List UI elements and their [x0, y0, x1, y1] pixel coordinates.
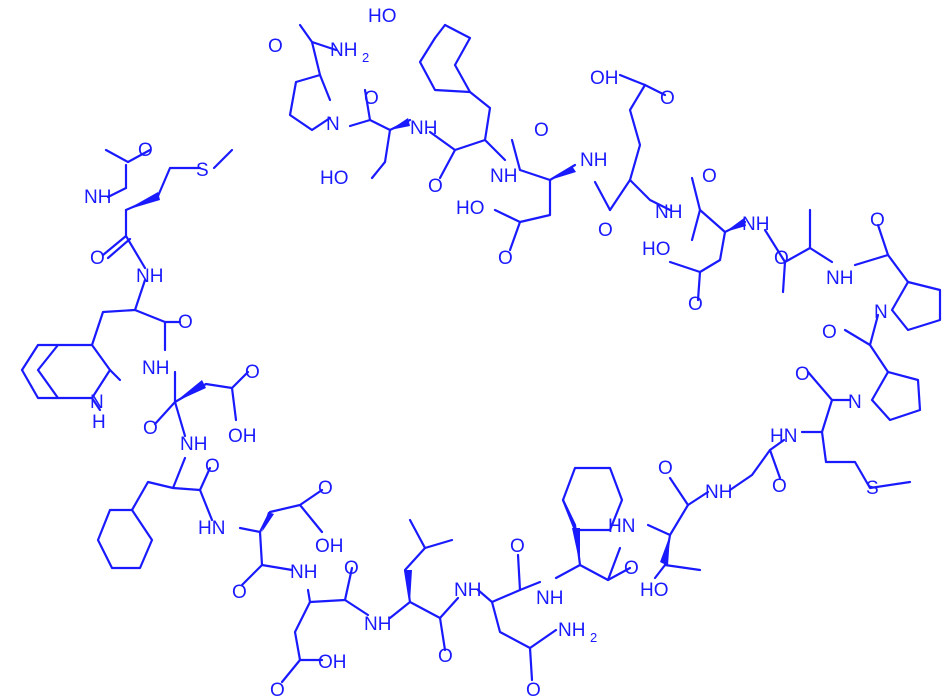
asp4-carbonyl-o: O: [702, 166, 717, 187]
trp-amide-nh: NH: [136, 266, 163, 287]
stereo-wedges: [126, 118, 746, 602]
ala-amide-nh: NH: [826, 268, 853, 289]
met2-amide-nh: HN: [770, 426, 797, 447]
phe2-amide-nh: NH: [536, 588, 563, 609]
asp4-acid-oh: HO: [642, 239, 671, 260]
asn-amide-nh: NH: [454, 580, 481, 601]
pro2-ring-n: N: [874, 302, 888, 323]
asp5-acid-o: O: [498, 248, 513, 269]
asp3-acid-oh: OH: [318, 652, 347, 673]
acetyl-amide-nh: NH: [84, 187, 111, 208]
asp3-acid-o: O: [270, 680, 285, 700]
asp4-amide-nh: NH: [742, 214, 769, 235]
pro3-ring-n: N: [326, 114, 340, 135]
asp1-acid-oh: OH: [228, 426, 257, 447]
tyr-phenol-oh: HO: [368, 6, 397, 27]
gly-amide-nh: NH: [705, 482, 732, 503]
asp1-acid-o: O: [245, 362, 260, 383]
ser-carbonyl-o: O: [364, 88, 379, 109]
pro3-amide-nh2-subscript: 2: [362, 50, 369, 65]
asn-carbonyl-o: O: [510, 536, 525, 557]
pro2-carbonyl-o: O: [870, 210, 885, 231]
bond-skeleton: [20, 23, 942, 684]
trp-indole-n-label: N: [90, 392, 104, 413]
glu-acid-oh: OH: [590, 68, 619, 89]
asp2-carbonyl-o: O: [232, 582, 247, 603]
glu-amide-nh: NH: [655, 202, 682, 223]
tyr-carbonyl-o: O: [428, 176, 443, 197]
asn-side-o: O: [526, 680, 541, 700]
thr-carbonyl-o: O: [658, 458, 673, 479]
phe2-carbonyl-o: O: [624, 558, 639, 579]
glu-acid-o: O: [660, 88, 675, 109]
asp3-carbonyl-o: O: [344, 558, 359, 579]
ser-amide-nh: NH: [410, 118, 437, 139]
tyr-amide-nh: NH: [490, 166, 517, 187]
leu-carbonyl-o: O: [438, 646, 453, 667]
leu-amide-nh: NH: [364, 614, 391, 635]
gly-carbonyl-o: O: [772, 476, 787, 497]
pro1-carbonyl-o: O: [822, 322, 837, 343]
asp5-amide-nh: NH: [580, 150, 607, 171]
phe1-carbonyl-o: O: [205, 456, 220, 477]
asp2-acid-o: O: [318, 478, 333, 499]
asp5-carbonyl-o: O: [534, 120, 549, 141]
met2-carbonyl-o: O: [795, 364, 810, 385]
met2-sulfur: S: [866, 478, 879, 499]
asp3-amide-nh: NH: [290, 562, 317, 583]
trp-carbonyl-o: O: [178, 312, 193, 333]
thr-amide-nh: HN: [608, 516, 635, 537]
pro3-amide-o: O: [268, 36, 283, 57]
asp1-carbonyl-o: O: [143, 418, 158, 439]
ser-hydroxyl: HO: [320, 168, 349, 189]
atom-labels: O NH S O NH N H O NH O OH O NH O HN O OH…: [84, 6, 888, 700]
pro3-amide-nh2: NH: [330, 40, 357, 61]
pro1-ring-n: N: [848, 392, 862, 413]
acetyl-carbonyl-o: O: [138, 140, 153, 161]
phe1-amide-nh: NH: [180, 434, 207, 455]
asp2-acid-oh: OH: [315, 536, 344, 557]
glu-carbonyl-o: O: [598, 220, 613, 241]
asn-amide-nh2: NH: [558, 620, 585, 641]
met1-sulfur: S: [196, 160, 209, 181]
ala-carbonyl-o: O: [774, 248, 789, 269]
thr-hydroxyl: HO: [640, 580, 669, 601]
asp5-acid-oh: HO: [456, 198, 485, 219]
asp2-amide-nh: HN: [198, 518, 225, 539]
met1-carbonyl-o: O: [90, 248, 105, 269]
asp1-amide-nh: NH: [142, 358, 169, 379]
trp-indole-h: H: [92, 412, 106, 433]
asn-amide-nh2-subscript: 2: [590, 630, 597, 645]
asp4-acid-o: O: [688, 294, 703, 315]
